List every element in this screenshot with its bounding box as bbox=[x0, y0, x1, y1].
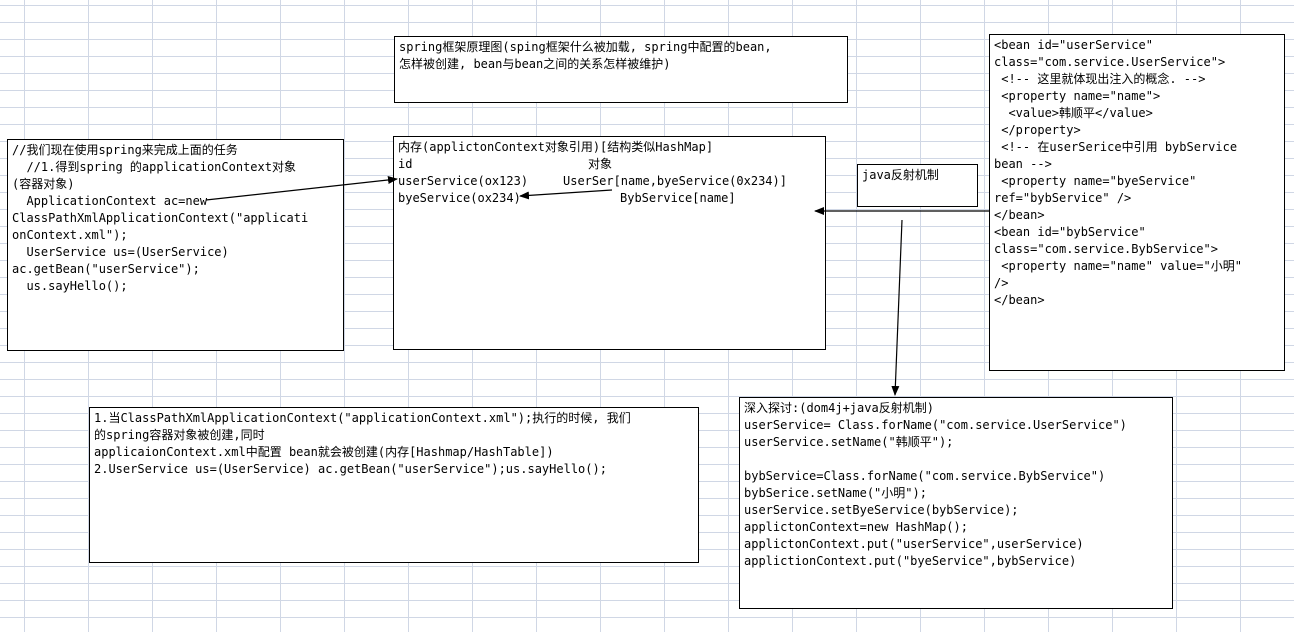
xml-line: </property> bbox=[994, 123, 1081, 137]
deep-line: applictionContext.put("byeService",bybSe… bbox=[744, 554, 1077, 568]
deep-line bbox=[744, 451, 1168, 468]
title-box: spring框架原理图(sping框架什么被加载, spring中配置的bean… bbox=[394, 36, 848, 103]
left-code-line-8: ac.getBean("userService"); bbox=[12, 262, 200, 276]
reflection-label: java反射机制 bbox=[862, 168, 939, 182]
xml-line: bean --> bbox=[994, 157, 1052, 171]
xml-line: </bean> bbox=[994, 208, 1045, 222]
left-code-line-5: ClassPathXmlApplicationContext("applicat… bbox=[12, 211, 309, 225]
steps-line-4: 2.UserService us=(UserService) ac.getBea… bbox=[94, 462, 607, 476]
xml-line: /> bbox=[994, 276, 1009, 290]
deep-line: userService= Class.forName("com.service.… bbox=[744, 418, 1127, 432]
steps-box: 1.当ClassPathXmlApplicationContext("appli… bbox=[89, 407, 699, 563]
xml-line: </bean> bbox=[994, 293, 1045, 307]
xml-line: <property name="name"> bbox=[994, 89, 1161, 103]
xml-line: <bean id="bybService" bbox=[994, 225, 1146, 239]
left-code-line-1: //我们现在使用spring来完成上面的任务 bbox=[12, 143, 238, 157]
steps-line-1: 1.当ClassPathXmlApplicationContext("appli… bbox=[94, 411, 631, 425]
xml-line: <property name="byeService" bbox=[994, 174, 1197, 188]
reflection-box: java反射机制 bbox=[857, 164, 978, 207]
xml-config-box: <bean id="userService" class="com.servic… bbox=[989, 34, 1285, 371]
memory-row-1-obj: UserSer[name,byeService(0x234)] bbox=[563, 174, 787, 188]
deep-line: userService.setName("韩顺平"); bbox=[744, 435, 954, 449]
memory-col-obj: 对象 bbox=[588, 157, 613, 171]
deep-line: bybService=Class.forName("com.service.By… bbox=[744, 469, 1106, 483]
xml-line: <property name="name" value="小明" bbox=[994, 259, 1242, 273]
left-code-line-6: onContext.xml"); bbox=[12, 228, 128, 242]
left-code-box: //我们现在使用spring来完成上面的任务 //1.得到spring 的app… bbox=[7, 139, 344, 351]
memory-col-id: id bbox=[398, 157, 413, 171]
left-code-line-4: ApplicationContext ac=new bbox=[12, 194, 208, 208]
memory-row-2: byeService(ox234) BybService[name] bbox=[398, 190, 821, 207]
steps-line-2: 的spring容器对象被创建,同时 bbox=[94, 428, 265, 442]
xml-line: class="com.service.UserService"> bbox=[994, 55, 1226, 69]
deep-dive-box: 深入探讨:(dom4j+java反射机制) userService= Class… bbox=[739, 397, 1173, 609]
left-code-line-7: UserService us=(UserService) bbox=[12, 245, 229, 259]
memory-row-2-id: byeService(ox234) bbox=[398, 191, 521, 205]
memory-row-1-id: userService(ox123) bbox=[398, 174, 529, 188]
title-line-1: spring框架原理图(sping框架什么被加载, spring中配置的bean… bbox=[399, 40, 772, 54]
memory-row-2-obj: BybService[name] bbox=[620, 191, 736, 205]
deep-line: bybSerice.setName("小明"); bbox=[744, 486, 927, 500]
memory-header: 内存(applictonContext对象引用)[结构类似HashMap] bbox=[398, 140, 714, 154]
memory-columns: id 对象 bbox=[398, 156, 821, 173]
left-code-line-2: //1.得到spring 的applicationContext对象 bbox=[12, 160, 296, 174]
steps-line-3: applicaionContext.xml中配置 bean就会被创建(内存[Ha… bbox=[94, 445, 554, 459]
xml-line: <value>韩顺平</value> bbox=[994, 106, 1153, 120]
memory-row-1: userService(ox123) UserSer[name,byeServi… bbox=[398, 173, 821, 190]
xml-line: <!-- 这里就体现出注入的概念. --> bbox=[994, 72, 1206, 86]
deep-line: applictonContext=new HashMap(); bbox=[744, 520, 968, 534]
xml-line: class="com.service.BybService"> bbox=[994, 242, 1218, 256]
memory-box: 内存(applictonContext对象引用)[结构类似HashMap] id… bbox=[393, 136, 826, 350]
title-line-2: 怎样被创建, bean与bean之间的关系怎样被维护) bbox=[399, 57, 671, 71]
deep-line: 深入探讨:(dom4j+java反射机制) bbox=[744, 401, 934, 415]
xml-line: <!-- 在userSerice中引用 bybService bbox=[994, 140, 1238, 154]
deep-line: userService.setByeService(bybService); bbox=[744, 503, 1019, 517]
arrow-reflection-to-deepdive bbox=[891, 219, 903, 396]
deep-line: applictonContext.put("userService",userS… bbox=[744, 537, 1084, 551]
left-code-line-9: us.sayHello(); bbox=[12, 279, 128, 293]
xml-line: ref="bybService" /> bbox=[994, 191, 1132, 205]
left-code-line-3: (容器对象) bbox=[12, 177, 75, 191]
xml-line: <bean id="userService" bbox=[994, 38, 1153, 52]
